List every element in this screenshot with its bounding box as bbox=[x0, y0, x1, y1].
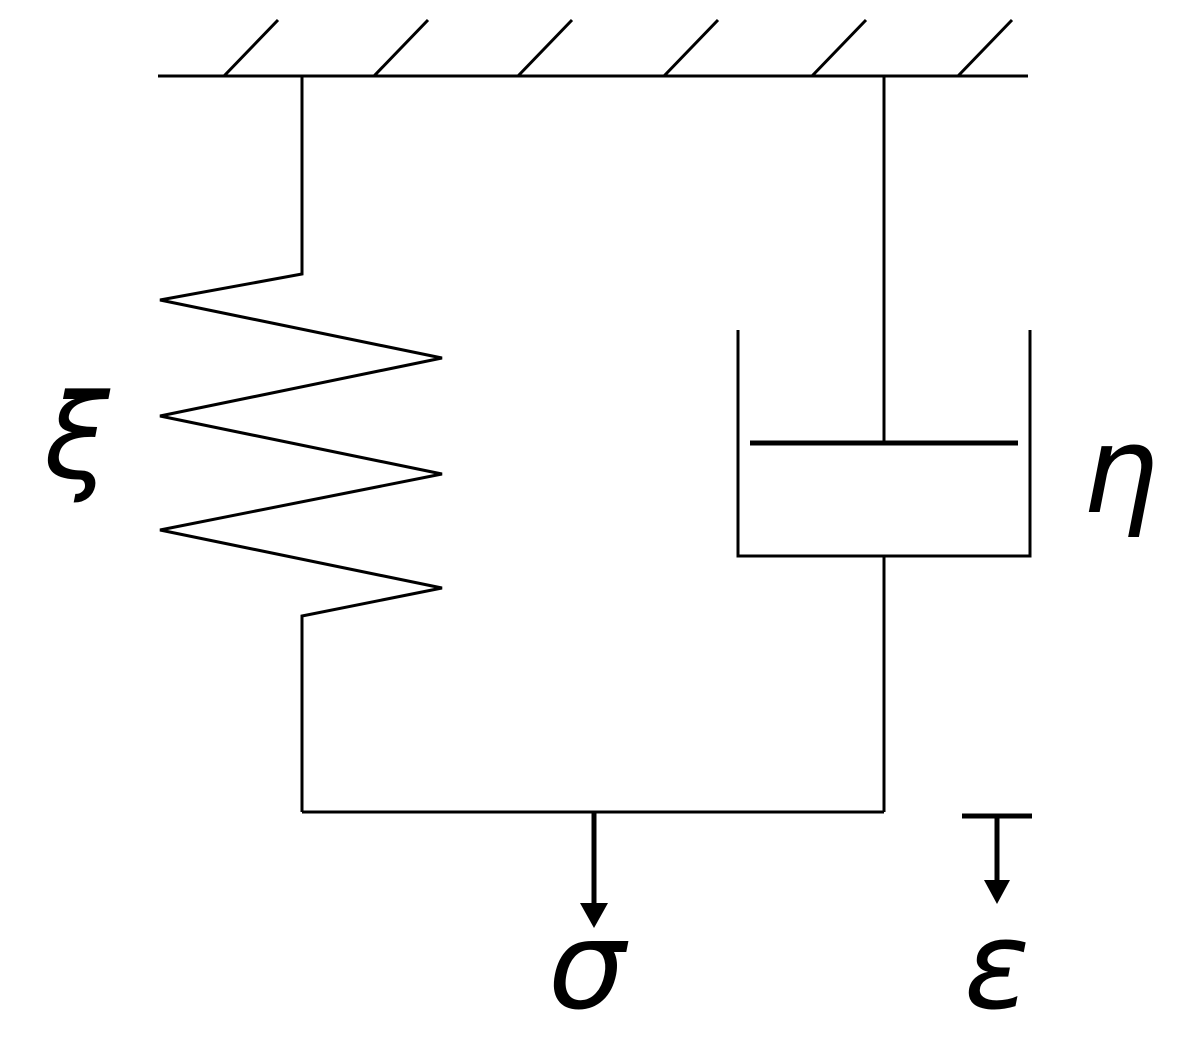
support-hatch bbox=[810, 18, 868, 78]
spring-zigzag bbox=[159, 76, 443, 812]
support-hatch bbox=[662, 18, 720, 78]
spring-element bbox=[159, 76, 443, 812]
stress-arrow bbox=[580, 812, 608, 928]
support-hatch bbox=[516, 18, 574, 78]
stress-arrowhead bbox=[580, 903, 608, 928]
support-hatch bbox=[222, 18, 280, 78]
viscosity-label: η bbox=[1082, 402, 1158, 541]
strain-indicator bbox=[962, 813, 1032, 904]
strain-label: ε bbox=[964, 895, 1030, 1037]
stress-label: σ bbox=[548, 895, 629, 1037]
spring-constant-label: ξ bbox=[43, 368, 111, 506]
strain-arrowhead bbox=[984, 880, 1010, 904]
support-hatch bbox=[372, 18, 430, 78]
dashpot-element bbox=[736, 76, 1032, 812]
support-hatch bbox=[956, 18, 1014, 78]
fixed-support bbox=[158, 18, 1028, 78]
